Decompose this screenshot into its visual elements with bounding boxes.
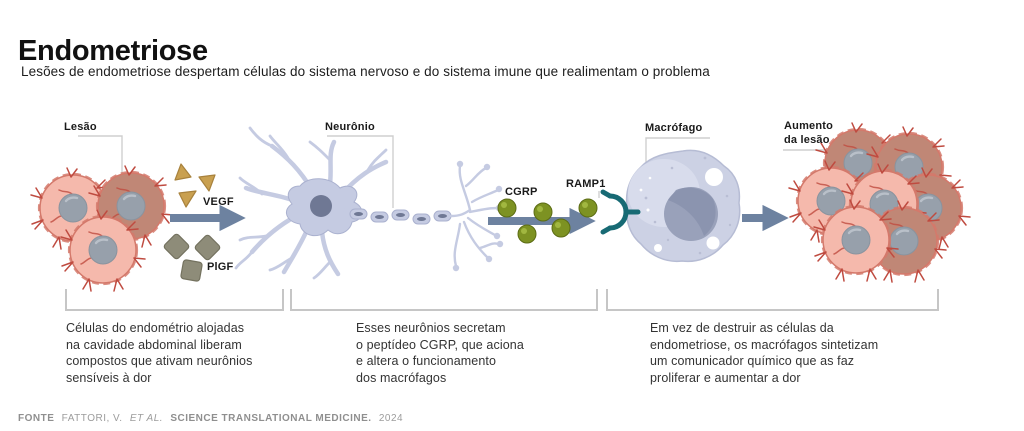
caption-lesion-step: Células do endométrio alojadas na cavida… [66, 321, 253, 385]
ramp1-receptor-icon [600, 189, 641, 235]
source-journal: SCIENCE TRANSLATIONAL MEDICINE. [170, 413, 372, 424]
source-etal: ET AL. [129, 413, 164, 424]
source-year: 2024 [378, 413, 404, 424]
label-cgrp: CGRP [505, 186, 538, 198]
label-enlarged-lesion: Aumento da lesão [784, 120, 834, 146]
page-subtitle: Lesões de endometriose despertam células… [21, 64, 710, 79]
macrophage-illustration [625, 149, 741, 263]
source-authors: FATTORI, V. [61, 413, 123, 424]
label-ramp1: RAMP1 [566, 178, 606, 190]
vegf-molecule-icons [174, 163, 216, 208]
caption-neuron-step: Esses neurônios secretam o peptídeo CGRP… [356, 321, 524, 385]
caption-macrophage-step: Em vez de destruir as células da endomet… [650, 321, 879, 385]
label-macrophage: Macrófago [645, 122, 703, 134]
source-label: FONTE [18, 413, 55, 424]
section-brackets [65, 289, 939, 311]
page-title: Endometriose [18, 35, 208, 68]
neuron-illustration [234, 126, 504, 280]
source-citation: FONTE FATTORI, V. ET AL. SCIENCE TRANSLA… [18, 413, 407, 424]
plgf-molecule-icons [163, 233, 221, 282]
cgrp-molecule-icons [497, 198, 598, 244]
label-vegf: VEGF [203, 196, 234, 208]
label-lesion: Lesão [64, 121, 97, 133]
label-plgf: PlGF [207, 261, 234, 273]
lesion-cells-illustration [29, 164, 175, 293]
label-neuron: Neurônio [325, 121, 375, 133]
